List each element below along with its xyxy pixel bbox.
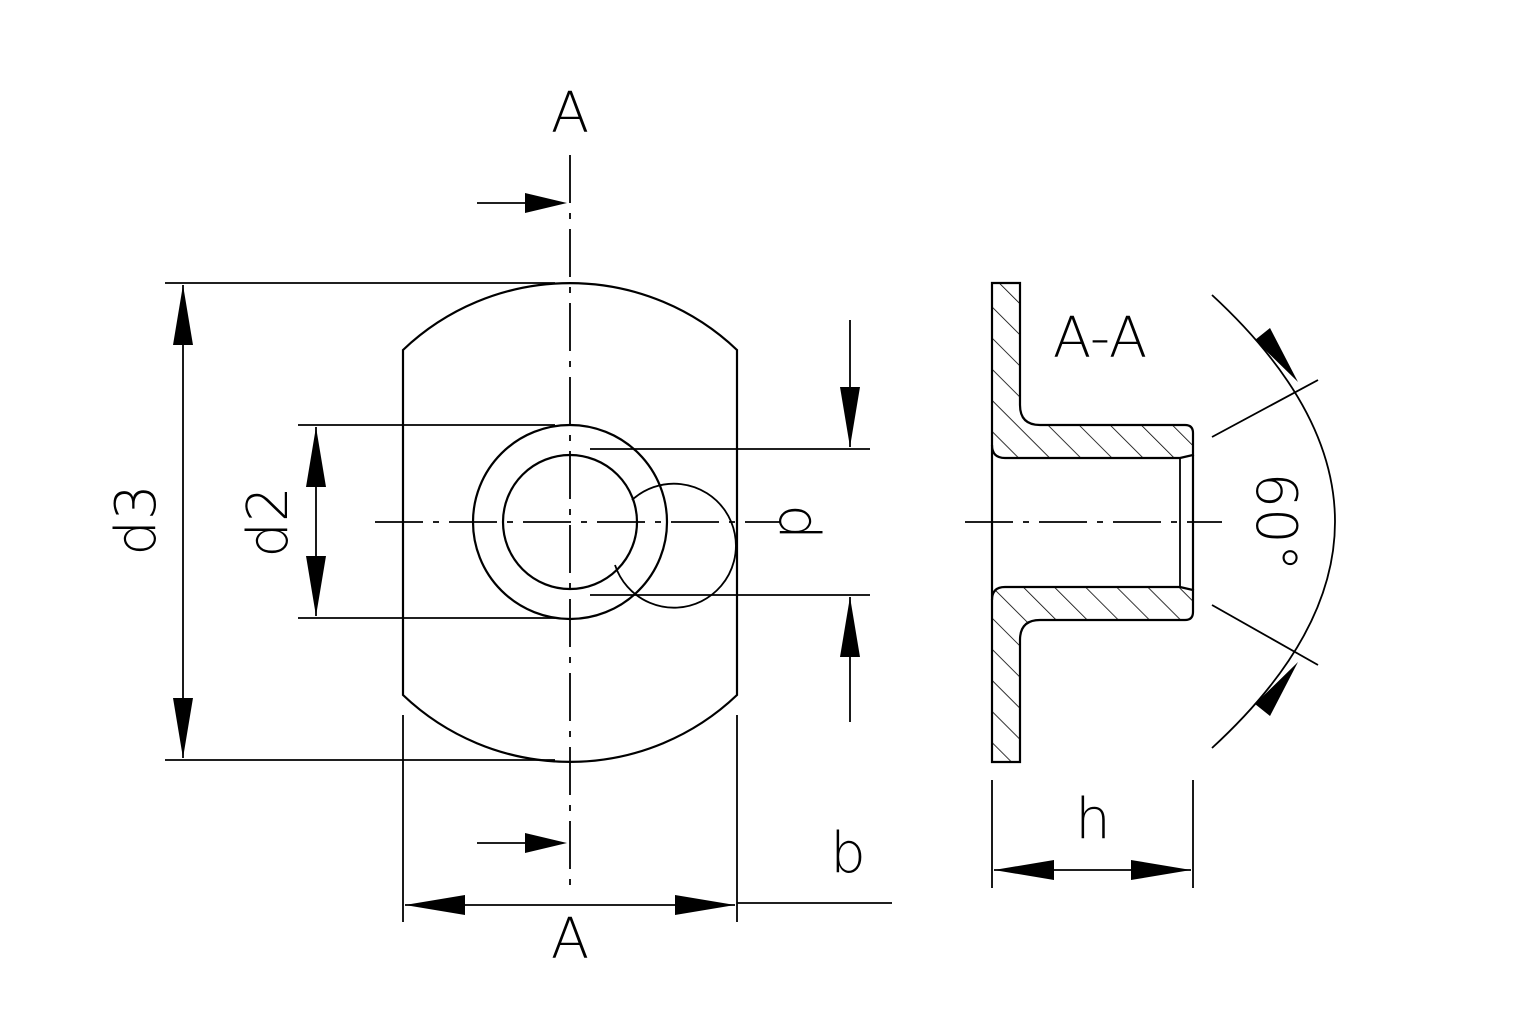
section-marker-bottom: A — [477, 833, 589, 972]
dimension-d2: d2 — [236, 424, 555, 619]
dimension-angle: 60° — [1211, 294, 1336, 749]
section-view: A-A — [965, 281, 1222, 764]
section-profile — [990, 281, 1195, 764]
front-view — [375, 155, 780, 890]
dimension-b: b — [402, 715, 892, 922]
section-label-top: A — [551, 81, 589, 146]
label-d3: d3 — [104, 484, 169, 555]
label-d: d — [766, 504, 831, 540]
section-marker-top: A — [477, 81, 589, 213]
front-outline — [401, 282, 739, 763]
label-h: h — [1075, 787, 1111, 852]
dimension-d3: d3 — [104, 282, 555, 761]
label-angle: 60° — [1243, 472, 1308, 571]
section-label-bottom: A — [551, 907, 589, 972]
thread-arc — [614, 482, 737, 609]
dimension-d: d — [590, 320, 870, 722]
label-d2: d2 — [236, 486, 301, 557]
section-title: A-A — [1053, 306, 1147, 371]
label-b: b — [830, 821, 866, 886]
dimension-h: h — [991, 780, 1194, 888]
